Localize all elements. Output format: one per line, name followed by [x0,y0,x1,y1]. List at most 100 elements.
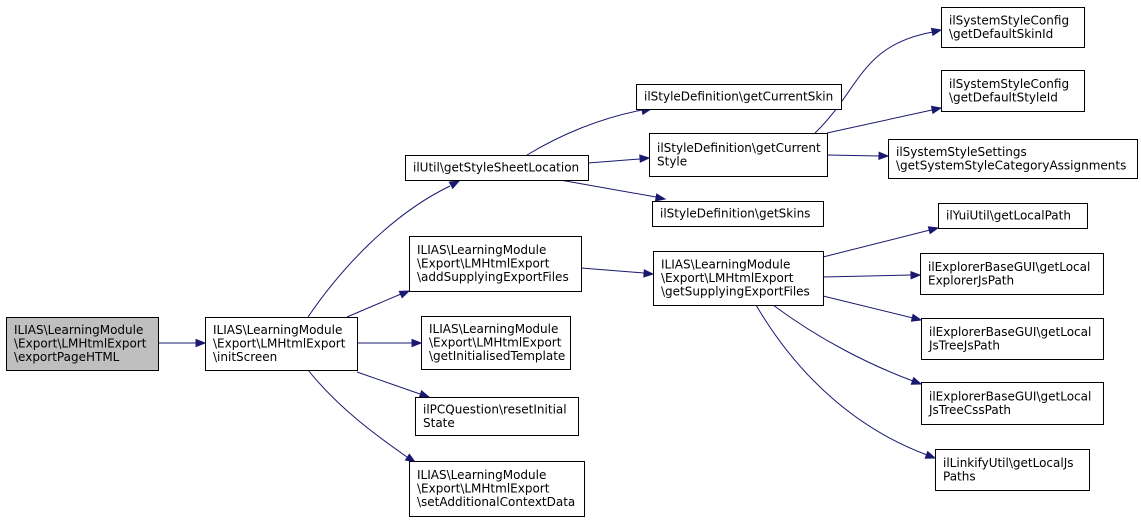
arrowhead-icon [418,389,431,398]
node-box [6,317,159,371]
node-getSupplyingExportFiles[interactable]: ILIAS\LearningModule\Export\LMHtmlExport… [653,251,824,306]
arrowhead-icon [411,338,423,348]
node-label-line: ilExplorerBaseGUI\getLocal [929,325,1091,339]
node-yuiGetLocalPath[interactable]: ilYuiUtil\getLocalPath [938,203,1088,229]
node-initScreen[interactable]: ILIAS\LearningModule\Export\LMHtmlExport… [205,317,358,371]
node-label-line: ilStyleDefinition\getSkins [660,207,810,221]
node-label-line: JsTreeJsPath [928,338,1000,352]
edge-line [356,371,421,395]
node-label-line: \getSupplyingExportFiles [661,285,810,299]
node-box [935,449,1090,491]
arrowhead-icon [654,193,667,202]
arrowhead-icon [924,450,937,459]
node-getInitialisedTemplate[interactable]: ILIAS\LearningModule\Export\LMHtmlExport… [421,316,571,370]
arrowhead-icon [404,453,417,463]
arrowhead-icon [930,105,943,115]
edge-getStyleSheetLocation-to-getSkins [559,179,667,202]
edge-line [307,185,451,318]
edge-line [755,304,928,456]
edge-getStyleSheetLocation-to-getCurrentStyle [587,154,651,164]
arrowhead-icon [398,290,411,299]
node-label-line: \addSupplyingExportFiles [417,270,569,284]
node-box [421,316,571,370]
node-box [921,318,1104,360]
node-getCurrentSkin[interactable]: ilStyleDefinition\getCurrentSkin [636,84,842,110]
edge-getStyleSheetLocation-to-getCurrentSkin [526,106,653,156]
node-addSupplyingExportFiles[interactable]: ILIAS\LearningModule\Export\LMHtmlExport… [409,236,582,292]
edge-line [826,154,880,157]
node-label-line: ILIAS\LearningModule [661,258,790,272]
node-label-line: \Export\LMHtmlExport [417,482,550,496]
node-setAdditionalContextData[interactable]: ILIAS\LearningModule\Export\LMHtmlExport… [409,461,585,517]
arrowhead-icon [930,27,943,37]
edges-layer [158,27,943,463]
node-box [205,317,358,371]
edge-line [814,31,934,134]
edge-line [526,109,643,156]
arrowhead-icon [927,226,940,235]
node-label-line: ilLinkifyUtil\getLocalJs [943,456,1074,470]
node-getSkins[interactable]: ilStyleDefinition\getSkins [652,201,824,227]
edge-initScreen-to-resetInitialState [356,371,431,398]
arrowhead-icon [195,338,207,348]
node-label-line: State [423,416,455,430]
node-label-line: \Export\LMHtmlExport [429,336,562,350]
node-label-line: ExplorerJsPath [928,273,1014,287]
node-getDefaultSkinId[interactable]: ilSystemStyleConfig\getDefaultSkinId [941,7,1085,48]
edge-line [580,267,645,274]
node-label-line: \initScreen [213,350,277,364]
node-label-line: ilExplorerBaseGUI\getLocal [929,389,1091,403]
node-label-line: ilPCQuestion\resetInitial [423,402,567,416]
node-label-line: \getSystemStyleCategoryAssignments [896,158,1126,172]
edge-getSupplyingExportFiles-to-getLocalExplorerJsPath [822,270,922,280]
node-box [938,203,1088,229]
node-label-line: ilStyleDefinition\getCurrentSkin [644,90,833,104]
node-label-line: Style [657,154,687,168]
edge-initScreen-to-addSupplyingExportFiles [346,290,411,318]
node-getSystemStyleCategoryAssignments[interactable]: ilSystemStyleSettings\getSystemStyleCate… [888,139,1138,179]
node-label-line: ilSystemStyleSettings [896,145,1027,159]
node-exportPageHTML[interactable]: ILIAS\LearningModule\Export\LMHtmlExport… [6,317,159,371]
node-label-line: \Export\LMHtmlExport [417,257,550,271]
node-label-line: ilSystemStyleConfig [949,13,1069,27]
node-box [415,397,579,436]
node-getDefaultStyleId[interactable]: ilSystemStyleConfig\getDefaultStyleId [941,70,1085,112]
arrowhead-icon [910,313,923,322]
arrowhead-icon [878,151,890,161]
edge-exportPageHTML-to-initScreen [158,338,207,348]
arrowhead-icon [639,154,651,163]
node-label-line: ILIAS\LearningModule [429,322,558,336]
node-box [636,84,842,110]
edge-line [307,369,408,458]
arrowhead-icon [643,269,655,278]
node-label-line: \getInitialisedTemplate [429,349,565,363]
edge-line [822,274,912,278]
edge-addSupplyingExportFiles-to-getSupplyingExportFiles [580,267,655,278]
edge-line [559,179,657,198]
node-box [409,461,585,517]
node-label-line: \exportPageHTML [14,350,120,364]
edge-line [822,295,914,319]
node-box [653,251,824,306]
arrowhead-icon [448,180,461,190]
node-label-line: ilYuiUtil\getLocalPath [946,209,1071,223]
edge-line [826,109,933,134]
edge-getCurrentStyle-to-getSystemStyleCategoryAssignments [826,151,890,161]
node-box [888,139,1138,179]
edge-getSupplyingExportFiles-to-getLocalJsTreeCssPath [772,304,923,385]
edge-initScreen-to-getStyleSheetLocation [307,180,461,318]
node-box [409,236,582,292]
node-getStyleSheetLocation[interactable]: ilUtil\getStyleSheetLocation [405,155,589,181]
node-label-line: ilExplorerBaseGUI\getLocal [928,260,1090,274]
node-box [941,7,1085,48]
edge-getSupplyingExportFiles-to-getLocalJsTreeJsPath [822,295,923,322]
node-label-line: \getDefaultSkinId [949,27,1053,41]
node-label-line: JsTreeCssPath [928,403,1011,417]
